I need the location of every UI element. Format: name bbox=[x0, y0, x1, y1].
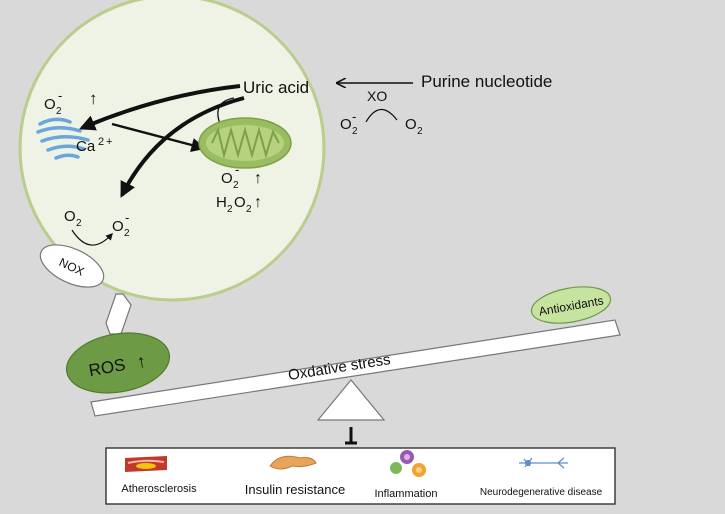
outcome-inflammation: Inflammation bbox=[375, 488, 438, 500]
xo-superoxide-o: O bbox=[340, 116, 352, 133]
endoplasmic-reticulum-icon bbox=[36, 117, 90, 160]
mito-h2o2: H 2 O 2 ↑ bbox=[216, 194, 262, 215]
xo-superoxide-sup: - bbox=[352, 109, 356, 124]
outcomes-box bbox=[105, 447, 616, 505]
xo-label: XO bbox=[367, 88, 387, 104]
calcium-text: Ca bbox=[76, 138, 96, 155]
antioxidants-weight: Antioxidants bbox=[530, 286, 612, 324]
xo-oxygen-o: O bbox=[405, 116, 417, 133]
h2o2-sub1: 2 bbox=[227, 204, 233, 215]
nox-superoxide-sub: 2 bbox=[124, 228, 130, 239]
outcome-atherosclerosis: Atherosclerosis bbox=[121, 483, 197, 495]
mitochondrion-icon bbox=[198, 117, 292, 169]
mito-superoxide-sup: - bbox=[235, 162, 239, 177]
mito-superoxide-o: O bbox=[221, 170, 233, 187]
calcium-label: Ca 2 + bbox=[76, 136, 112, 155]
nox-enzyme: NOX bbox=[39, 244, 105, 288]
neuron-icon bbox=[519, 457, 568, 469]
seesaw-fulcrum bbox=[316, 379, 386, 421]
nox-oxygen-sub: 2 bbox=[76, 218, 82, 229]
outcome-neurodegenerative-disease: Neurodegenerative disease bbox=[480, 487, 603, 498]
er-to-mitochondrion-arrow bbox=[111, 122, 206, 153]
uric-to-mitochondrion-line bbox=[217, 97, 235, 125]
h2o2-sub2: 2 bbox=[246, 204, 252, 215]
seesaw-beam bbox=[90, 319, 621, 417]
nox-superoxide-sup: - bbox=[125, 210, 129, 225]
artery-icon bbox=[125, 456, 167, 472]
mito-superoxide-sub: 2 bbox=[233, 180, 239, 191]
h2o2-arrow: ↑ bbox=[254, 194, 262, 211]
nox-ros-connector bbox=[105, 293, 132, 335]
nox-superoxide-o: O bbox=[112, 218, 124, 235]
h2o2-h: H bbox=[216, 194, 227, 211]
uric-acid-label: Uric acid bbox=[243, 78, 309, 97]
outcome-insulin-resistance: Insulin resistance bbox=[245, 482, 345, 497]
nox-superoxide: O 2 - bbox=[112, 210, 130, 239]
er-increase-arrow: ↑ bbox=[89, 89, 98, 108]
xo-oxygen-sub: 2 bbox=[417, 126, 423, 137]
ros-increase-arrow: ↑ bbox=[135, 351, 147, 372]
xo-oxygen: O 2 bbox=[405, 116, 423, 137]
calcium-charge-sign: + bbox=[106, 136, 112, 148]
er-superoxide: O 2 - bbox=[44, 88, 62, 117]
nox-oxygen-o: O bbox=[64, 208, 76, 225]
h2o2-o: O bbox=[234, 194, 246, 211]
mito-superoxide: O 2 - ↑ bbox=[221, 162, 262, 191]
pancreas-icon bbox=[269, 455, 317, 470]
nox-reaction-arrow bbox=[71, 229, 113, 246]
xo-superoxide: O 2 - bbox=[340, 109, 358, 137]
er-superoxide-sup: - bbox=[58, 88, 62, 103]
er-superoxide-sub: 2 bbox=[56, 106, 62, 117]
purine-nucleotide-label: Purine nucleotide bbox=[421, 72, 552, 91]
xo-reaction-arc bbox=[365, 108, 398, 123]
ros-weight: ROS ↑ bbox=[65, 332, 171, 394]
immune-cells-icon bbox=[390, 450, 426, 477]
nox-oxygen: O 2 bbox=[64, 208, 82, 229]
xo-superoxide-sub: 2 bbox=[352, 126, 358, 137]
er-superoxide-o: O bbox=[44, 96, 56, 113]
cell bbox=[18, 0, 326, 302]
mito-superoxide-arrow: ↑ bbox=[254, 170, 262, 187]
calcium-charge-num: 2 bbox=[98, 136, 104, 148]
uric-to-nox-arrow bbox=[120, 96, 245, 198]
uric-to-er-arrow bbox=[79, 84, 241, 131]
